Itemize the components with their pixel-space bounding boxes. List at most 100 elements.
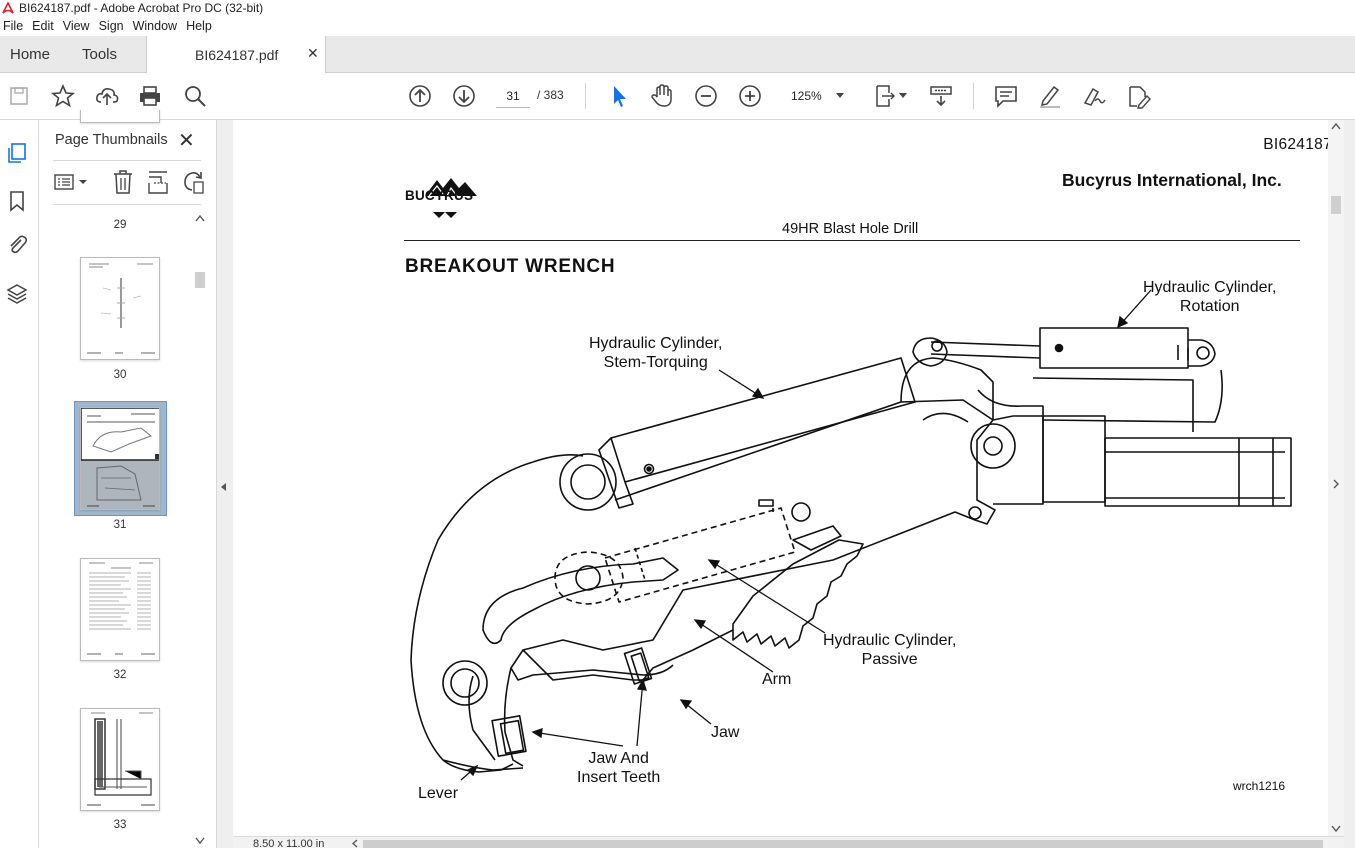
menu-window[interactable]: Window — [132, 19, 178, 33]
bookmark-star-icon[interactable] — [50, 83, 76, 109]
page-thumbnail-29[interactable] — [80, 110, 160, 123]
bookmarks-icon[interactable] — [6, 190, 28, 212]
section-title: BREAKOUT WRENCH — [405, 256, 616, 277]
attachments-icon[interactable] — [6, 234, 28, 256]
document-subtitle: 49HR Blast Hole Drill — [782, 221, 919, 237]
tab-home[interactable]: Home — [10, 46, 51, 63]
page-thumbnail-31[interactable] — [80, 407, 160, 510]
tab-document[interactable]: BI624187.pdf ✕ — [146, 36, 326, 73]
next-page-icon[interactable] — [451, 83, 477, 109]
header-rule — [404, 240, 1300, 241]
page-thumbnails-panel: Page Thumbnails ✕ 29 30 31 — [39, 110, 217, 848]
zoom-out-icon[interactable] — [693, 83, 719, 109]
bucyrus-logo — [403, 170, 489, 222]
page-thumbnail-33[interactable] — [80, 708, 160, 811]
thumbnail-drawing — [87, 712, 155, 806]
callout-line: Hydraulic Cylinder, — [1143, 279, 1277, 296]
callout-line: Rotation — [1179, 298, 1240, 315]
thumbnail-page-number: 32 — [113, 669, 127, 681]
callout-line: Passive — [861, 651, 918, 668]
save-icon[interactable] — [6, 83, 32, 109]
divider — [53, 160, 201, 161]
zoom-in-icon[interactable] — [737, 83, 763, 109]
find-search-icon[interactable] — [182, 83, 208, 109]
thumbnail-page-number: 33 — [113, 819, 127, 831]
toolbar-divider — [585, 83, 586, 109]
status-bar: 8.50 x 11.00 in — [233, 836, 1344, 850]
thumbnail-scrollbar[interactable] — [193, 212, 207, 848]
panel-title: Page Thumbnails — [55, 132, 168, 148]
breakout-wrench-drawing — [410, 289, 1292, 781]
menu-view[interactable]: View — [62, 19, 90, 33]
upload-cloud-icon[interactable] — [94, 83, 120, 109]
menu-sign[interactable]: Sign — [98, 19, 124, 33]
chevron-down-icon[interactable] — [899, 93, 907, 98]
pdf-page: BI624187 Bucyrus International, Inc. BUC… — [233, 120, 1328, 836]
scroll-left-icon[interactable] — [351, 839, 359, 848]
document-vertical-scrollbar[interactable] — [1328, 120, 1344, 836]
thumbnail-toolbar — [53, 168, 205, 198]
chevron-down-icon[interactable] — [836, 93, 844, 98]
thumbnail-options-icon[interactable] — [53, 170, 93, 194]
tab-document-label: BI624187.pdf — [195, 47, 279, 63]
menu-edit[interactable]: Edit — [32, 19, 54, 33]
panel-close-icon[interactable]: ✕ — [178, 130, 195, 152]
thumbnail-page-number: 30 — [113, 369, 127, 381]
thumbnail-drawing — [87, 263, 155, 354]
callout-lever: Lever — [418, 785, 459, 802]
title-bar: BI624187.pdf - Adobe Acrobat Pro DC (32-… — [0, 0, 1355, 16]
print-icon[interactable] — [137, 83, 163, 109]
thumbnail-page-number: 31 — [113, 519, 127, 531]
hand-tool-icon[interactable] — [649, 83, 675, 109]
horizontal-scrollbar-thumb[interactable] — [363, 840, 1323, 848]
page-number-input[interactable]: 31 — [496, 84, 530, 108]
rotate-page-icon[interactable] — [181, 169, 205, 195]
callout-line: Insert Teeth — [577, 769, 661, 786]
callout-arm: Arm — [762, 671, 792, 688]
collapse-panel-arrow-icon[interactable] — [217, 480, 231, 494]
document-viewer[interactable]: BI624187 Bucyrus International, Inc. BUC… — [217, 120, 1355, 848]
thumbnail-drawing — [87, 562, 155, 655]
tab-tools[interactable]: Tools — [82, 46, 118, 63]
callout-passive-cylinder: Hydraulic Cylinder, Passive — [823, 631, 956, 669]
previous-page-icon[interactable] — [407, 83, 433, 109]
menu-help[interactable]: Help — [186, 19, 212, 33]
callout-jaw: Jaw — [711, 724, 740, 741]
delete-page-icon[interactable] — [111, 169, 135, 195]
acrobat-app-icon — [2, 2, 14, 14]
callout-rotation-cylinder: Hydraulic Cylinder, Rotation — [1143, 278, 1276, 316]
page-total: / 383 — [537, 88, 564, 102]
callout-line: Stem-Torquing — [603, 354, 708, 371]
callout-stem-torquing-cylinder: Hydraulic Cylinder, Stem-Torquing — [589, 334, 722, 372]
menu-file[interactable]: File — [3, 19, 24, 33]
zoom-level-select[interactable]: 125% — [791, 89, 822, 103]
logo-wordmark: BUCYRUS — [405, 188, 474, 203]
figure-id: wrch1216 — [1233, 779, 1286, 793]
tab-bar: Home Tools BI624187.pdf ✕ — [0, 36, 1355, 73]
main-toolbar: 31 / 383 125% — [0, 73, 1355, 120]
scroll-mode-icon[interactable] — [928, 83, 954, 109]
company-name: Bucyrus International, Inc. — [1062, 170, 1282, 190]
tab-close-icon[interactable]: ✕ — [307, 45, 319, 61]
divider — [53, 204, 201, 205]
page-size-readout: 8.50 x 11.00 in — [253, 838, 325, 850]
layers-icon[interactable] — [6, 282, 28, 304]
highlight-pen-icon[interactable] — [1037, 83, 1063, 109]
fill-sign-icon[interactable] — [1081, 83, 1107, 109]
page-thumbnail-32[interactable] — [80, 558, 160, 661]
edit-pdf-icon[interactable] — [1125, 83, 1151, 109]
comment-icon[interactable] — [993, 83, 1019, 109]
callout-jaw-insert-teeth: Jaw And Insert Teeth — [577, 749, 660, 787]
page-fit-icon[interactable] — [872, 83, 906, 109]
window-title: BI624187.pdf - Adobe Acrobat Pro DC (32-… — [19, 1, 264, 15]
page-thumbnail-30[interactable] — [80, 257, 160, 360]
callout-line: Hydraulic Cylinder, — [823, 632, 957, 649]
menu-bar: File Edit View Sign Window Help — [0, 16, 1355, 36]
document-id: BI624187 — [1263, 136, 1328, 153]
toolbar-divider — [973, 83, 974, 109]
thumbnail-drawing — [81, 408, 159, 507]
page-thumbnails-icon[interactable] — [6, 142, 28, 164]
select-pointer-icon[interactable] — [606, 83, 632, 109]
callout-line: Hydraulic Cylinder, — [589, 335, 723, 352]
extract-page-icon[interactable] — [146, 169, 170, 195]
